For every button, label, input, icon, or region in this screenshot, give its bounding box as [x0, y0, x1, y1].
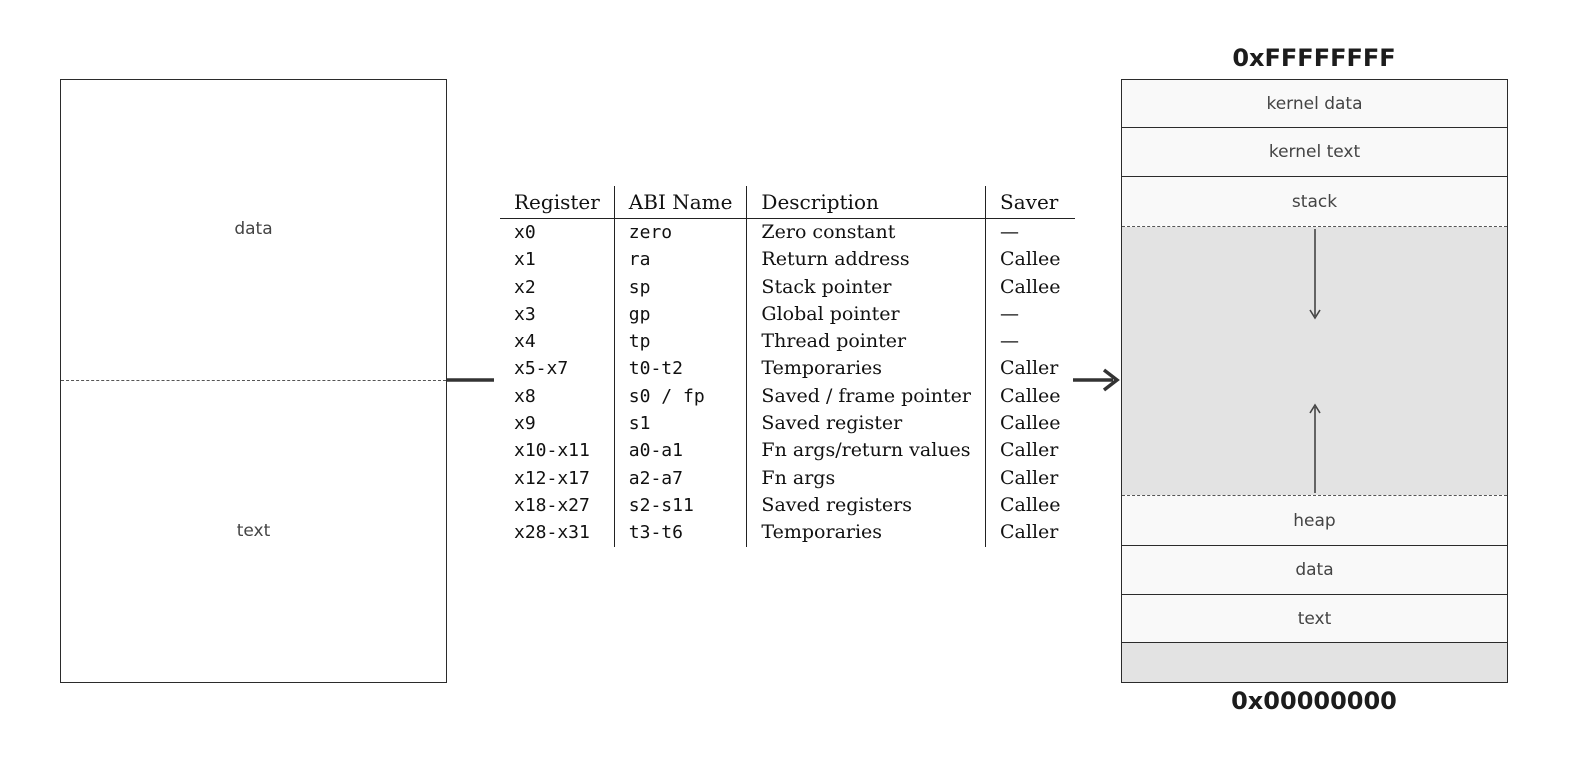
cell-abi-name: s1 — [614, 410, 748, 438]
segment-data: data — [1122, 546, 1507, 595]
cell-abi-name: zero — [614, 218, 748, 247]
cell-saver: Callee — [1000, 384, 1061, 407]
right-connector-arrowhead — [1102, 368, 1120, 392]
register-table-header: Register ABI Name Description Saver — [500, 186, 1075, 219]
header-abi-name: ABI Name — [614, 186, 748, 219]
cell-abi-name: s0 / fp — [614, 382, 748, 411]
cell-abi-name: a2-a7 — [614, 464, 748, 492]
cell-saver: Callee — [1000, 412, 1061, 435]
left-divider — [61, 380, 446, 381]
cell-description: Saved / frame pointer — [746, 382, 987, 411]
heap-growth-arrowhead — [1309, 403, 1321, 414]
cell-abi-name: sp — [614, 273, 748, 301]
segment-kernel-text: kernel text — [1122, 128, 1507, 177]
cell-description: Zero constant — [746, 218, 987, 247]
cell-description: Stack pointer — [746, 273, 987, 301]
heap-boundary — [1122, 495, 1507, 496]
cell-description: Return address — [746, 246, 987, 274]
reserved-low-region — [1122, 643, 1507, 682]
cell-saver: Caller — [1000, 521, 1059, 544]
cell-register: x2 — [500, 273, 615, 301]
segment-stack: stack — [1122, 177, 1507, 226]
header-description: Description — [746, 186, 987, 219]
segment-heap: heap — [1122, 496, 1507, 546]
cell-description: Thread pointer — [746, 328, 987, 356]
cell-description: Saved register — [746, 410, 987, 438]
cell-register: x3 — [500, 300, 615, 329]
cell-register: x28-x31 — [500, 519, 615, 547]
memory-map: kernel data kernel text stack heap data … — [1121, 79, 1508, 683]
cell-register: x4 — [500, 328, 615, 356]
cell-register: x5-x7 — [500, 355, 615, 383]
cell-description: Fn args/return values — [746, 437, 987, 465]
segment-kernel-data: kernel data — [1122, 80, 1507, 128]
left-memory-box: data text — [60, 79, 447, 683]
top-address-label: 0xFFFFFFFF — [1232, 44, 1396, 72]
cell-saver: Callee — [1000, 248, 1061, 271]
cell-register: x1 — [500, 246, 615, 274]
cell-register: x9 — [500, 410, 615, 438]
cell-register: x8 — [500, 382, 615, 411]
cell-abi-name: t0-t2 — [614, 355, 748, 383]
cell-abi-name: s2-s11 — [614, 491, 748, 520]
segment-text: text — [1122, 595, 1507, 643]
cell-register: x10-x11 — [500, 437, 615, 465]
cell-abi-name: t3-t6 — [614, 519, 748, 547]
cell-abi-name: a0-a1 — [614, 437, 748, 465]
header-register: Register — [500, 186, 615, 219]
cell-saver: — — [1000, 330, 1020, 353]
stack-growth-arrowhead — [1309, 309, 1321, 320]
cell-register: x0 — [500, 218, 615, 247]
left-data-label: data — [234, 219, 273, 239]
cell-saver: Caller — [1000, 466, 1059, 489]
cell-saver: Caller — [1000, 357, 1059, 380]
cell-description: Saved registers — [746, 491, 987, 520]
cell-saver: Callee — [1000, 493, 1061, 516]
left-text-label: text — [236, 521, 271, 541]
cell-register: x18-x27 — [500, 491, 615, 520]
cell-saver: Callee — [1000, 275, 1061, 298]
stack-boundary — [1122, 226, 1507, 227]
cell-description: Global pointer — [746, 300, 987, 329]
cell-saver: — — [1000, 221, 1020, 243]
cell-abi-name: tp — [614, 328, 748, 356]
bottom-address-label: 0x00000000 — [1231, 687, 1397, 715]
cell-description: Temporaries — [746, 519, 987, 547]
cell-register: x12-x17 — [500, 464, 615, 492]
cell-abi-name: gp — [614, 300, 748, 329]
cell-description: Fn args — [746, 464, 987, 492]
cell-saver: — — [1000, 302, 1020, 325]
cell-saver: Caller — [1000, 439, 1059, 462]
cell-abi-name: ra — [614, 246, 748, 274]
cell-description: Temporaries — [746, 355, 987, 383]
header-saver: Saver — [985, 186, 1075, 219]
